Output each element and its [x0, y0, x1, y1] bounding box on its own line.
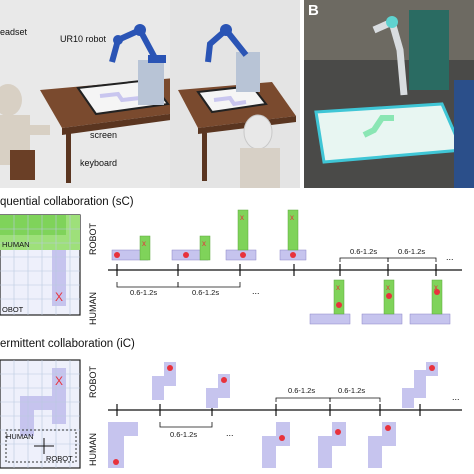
robot-label: UR10 robot [60, 34, 107, 44]
sc-title: quential collaboration (sC) [0, 196, 134, 208]
headset-label: eadset [0, 27, 28, 37]
ic-grid-robot-label: ROBOT [46, 454, 73, 463]
sc-robot-steps: x x x x [111, 209, 307, 261]
sc-interval-2: 0.6-1.2s [192, 288, 220, 297]
panel-b-illustration [304, 0, 474, 188]
svg-text:x: x [240, 213, 244, 222]
panel-a-scene: eadset UR10 robot screen keyboard [0, 0, 300, 188]
sc-board: X [0, 214, 81, 316]
ic-robot-steps [152, 362, 438, 408]
ic-grid-human-label: HUMAN [6, 432, 34, 441]
screen-label: screen [90, 130, 118, 140]
ic-axis-robot-label: ROBOT [88, 365, 98, 398]
ic-interval-1: 0.6-1.2s [170, 430, 198, 439]
sc-axis-human-label: HUMAN [88, 292, 98, 325]
panel-a-illustration [0, 0, 300, 188]
panel-b-letter: B [308, 2, 319, 19]
ic-human-steps [108, 422, 396, 468]
svg-text:x: x [142, 239, 146, 248]
svg-text:x: x [290, 213, 294, 222]
sc-interval-1: 0.6-1.2s [130, 288, 158, 297]
sc-ellipsis-top: ... [446, 252, 454, 262]
ic-ellipsis-bottom: ... [226, 428, 234, 438]
sc-grid-robot-label: OBOT [2, 305, 24, 314]
svg-text:x: x [336, 283, 340, 292]
sc-axis-robot-label: ROBOT [88, 222, 98, 255]
ic-axis-human-label: HUMAN [88, 433, 98, 466]
ic-ellipsis-top: ... [452, 392, 460, 402]
svg-text:x: x [434, 283, 438, 292]
sc-grid-human-label: HUMAN [2, 240, 30, 249]
svg-text:X: X [55, 290, 63, 304]
sc-interval-3: 0.6-1.2s [350, 247, 378, 256]
svg-text:X: X [55, 374, 63, 388]
ic-board: X [0, 359, 81, 469]
sc-human-steps: x x x [309, 279, 451, 325]
sc-interval-4: 0.6-1.2s [398, 247, 426, 256]
ic-title: ermittent collaboration (iC) [0, 338, 135, 350]
ic-interval-2: 0.6-1.2s [288, 386, 316, 395]
ic-interval-3: 0.6-1.2s [338, 386, 366, 395]
svg-text:x: x [202, 239, 206, 248]
svg-text:x: x [386, 283, 390, 292]
sc-ellipsis-bottom: ... [252, 286, 260, 296]
keyboard-label: keyboard [80, 158, 118, 168]
panel-b-photo: B [304, 0, 474, 188]
